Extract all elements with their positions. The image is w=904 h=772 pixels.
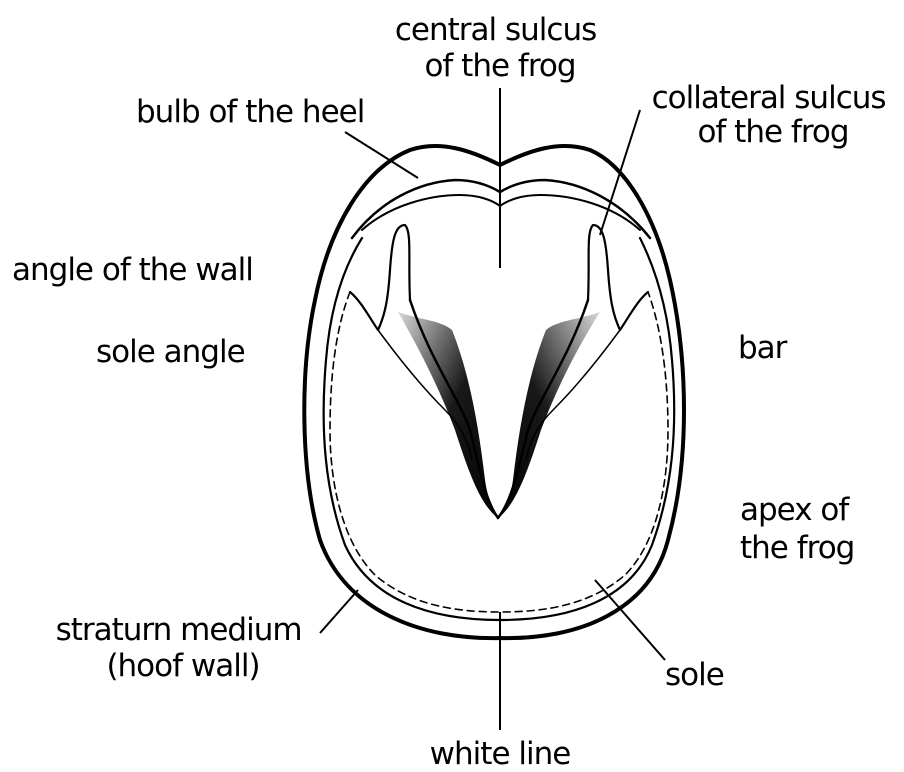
- leader-stratum-medium: [320, 590, 358, 633]
- leader-sole: [595, 580, 665, 660]
- leader-bulb-of-heel: [345, 132, 418, 178]
- label-stratum-medium: straturn medium (hoof wall): [56, 612, 311, 684]
- left-collateral-sulcus-shading: [398, 312, 498, 518]
- label-bar: bar: [738, 330, 788, 366]
- label-bulb-of-heel: bulb of the heel: [136, 94, 364, 130]
- label-central-sulcus: central sulcus of the frog: [395, 12, 605, 84]
- label-white-line: white line: [430, 736, 571, 772]
- label-apex-of-frog: apex of the frog: [740, 492, 857, 566]
- sole-dashed-line: [330, 292, 668, 612]
- label-sole-angle: sole angle: [96, 334, 245, 370]
- label-sole: sole: [665, 657, 724, 693]
- white-line-inner: [324, 238, 675, 620]
- label-angle-of-wall: angle of the wall: [12, 252, 253, 288]
- label-collateral-sulcus: collateral sulcus of the frog: [652, 80, 895, 150]
